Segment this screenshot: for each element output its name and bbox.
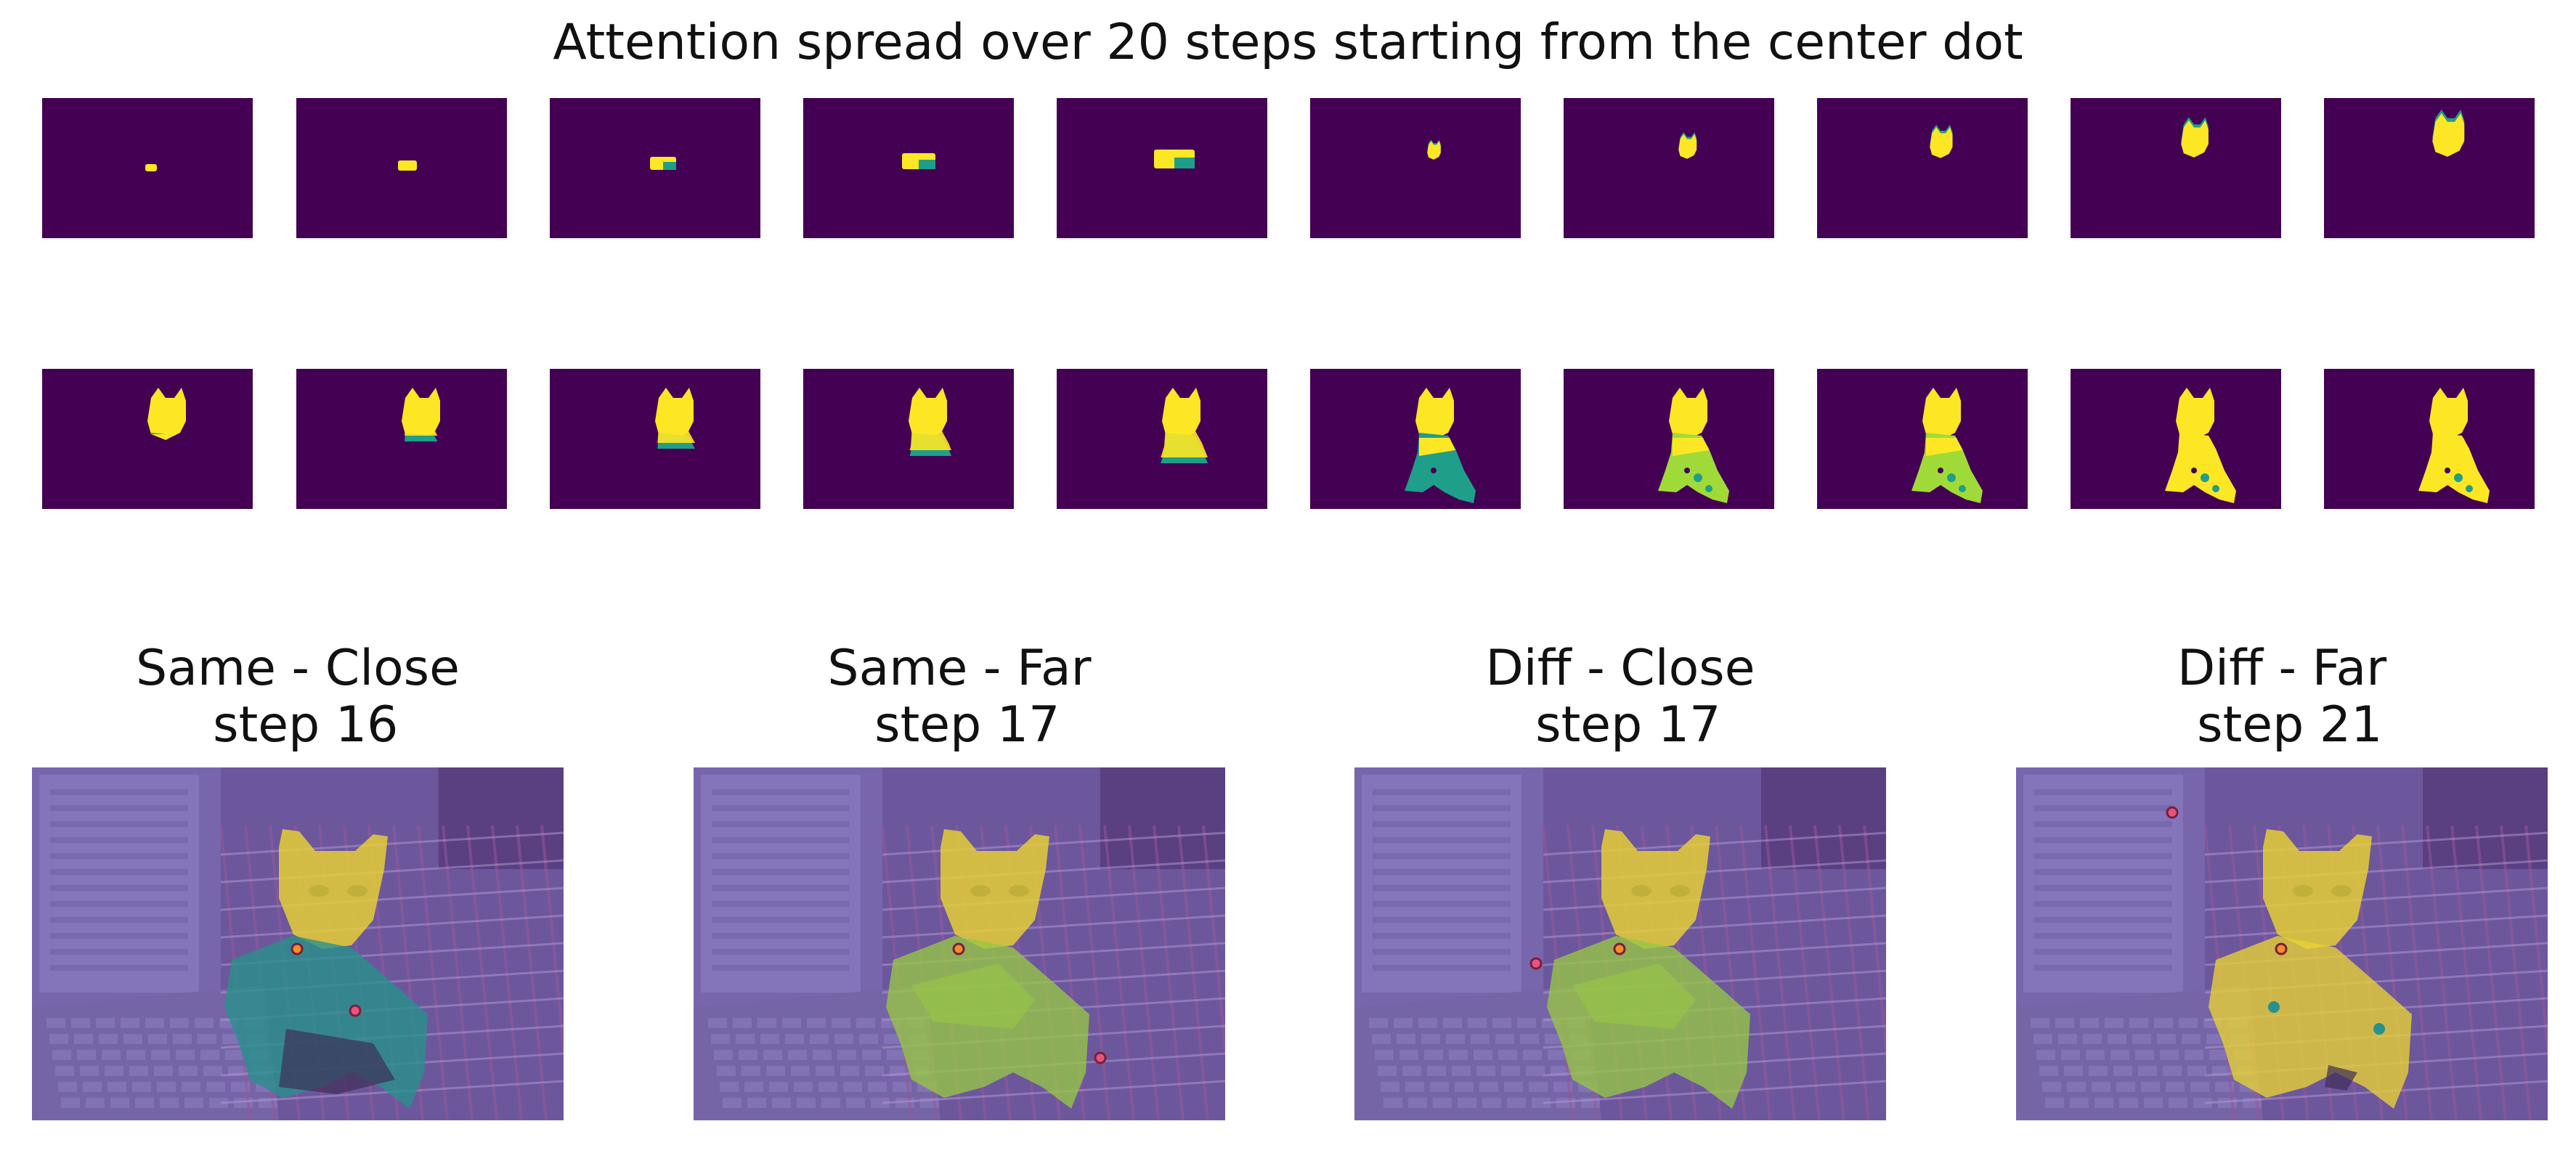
panel-same-far	[694, 767, 1225, 1120]
panel-title-diff-close: Diff - Close step 17	[1485, 640, 1755, 754]
attention-map-step-7	[1564, 98, 1774, 238]
attention-map-step-12	[296, 369, 507, 509]
panel-title-diff-far: Diff - Far step 21	[2177, 640, 2387, 754]
attention-map-step-15	[1057, 369, 1267, 509]
attention-map-step-1	[42, 98, 253, 238]
attention-map-step-18	[1817, 369, 2028, 509]
attention-map-step-19	[2071, 369, 2281, 509]
attention-map-step-5	[1057, 98, 1267, 238]
attention-map-step-4	[803, 98, 1014, 238]
panel-title-same-far: Same - Far step 17	[827, 640, 1092, 754]
attention-map-step-8	[1817, 98, 2028, 238]
attention-map-step-20	[2324, 369, 2535, 509]
attention-map-step-2	[296, 98, 507, 238]
attention-map-step-17	[1564, 369, 1774, 509]
attention-map-step-9	[2071, 98, 2281, 238]
figure-title: Attention spread over 20 steps starting …	[553, 14, 2023, 71]
panel-diff-close	[1354, 767, 1886, 1120]
attention-map-step-10	[2324, 98, 2535, 238]
panel-same-close	[32, 767, 564, 1120]
attention-map-step-14	[803, 369, 1014, 509]
panel-diff-far	[2016, 767, 2548, 1120]
attention-map-step-16	[1310, 369, 1521, 509]
attention-map-step-11	[42, 369, 253, 509]
panel-title-same-close: Same - Close step 16	[136, 640, 460, 754]
attention-map-step-6	[1310, 98, 1521, 238]
attention-map-step-3	[550, 98, 760, 238]
attention-map-step-13	[550, 369, 760, 509]
